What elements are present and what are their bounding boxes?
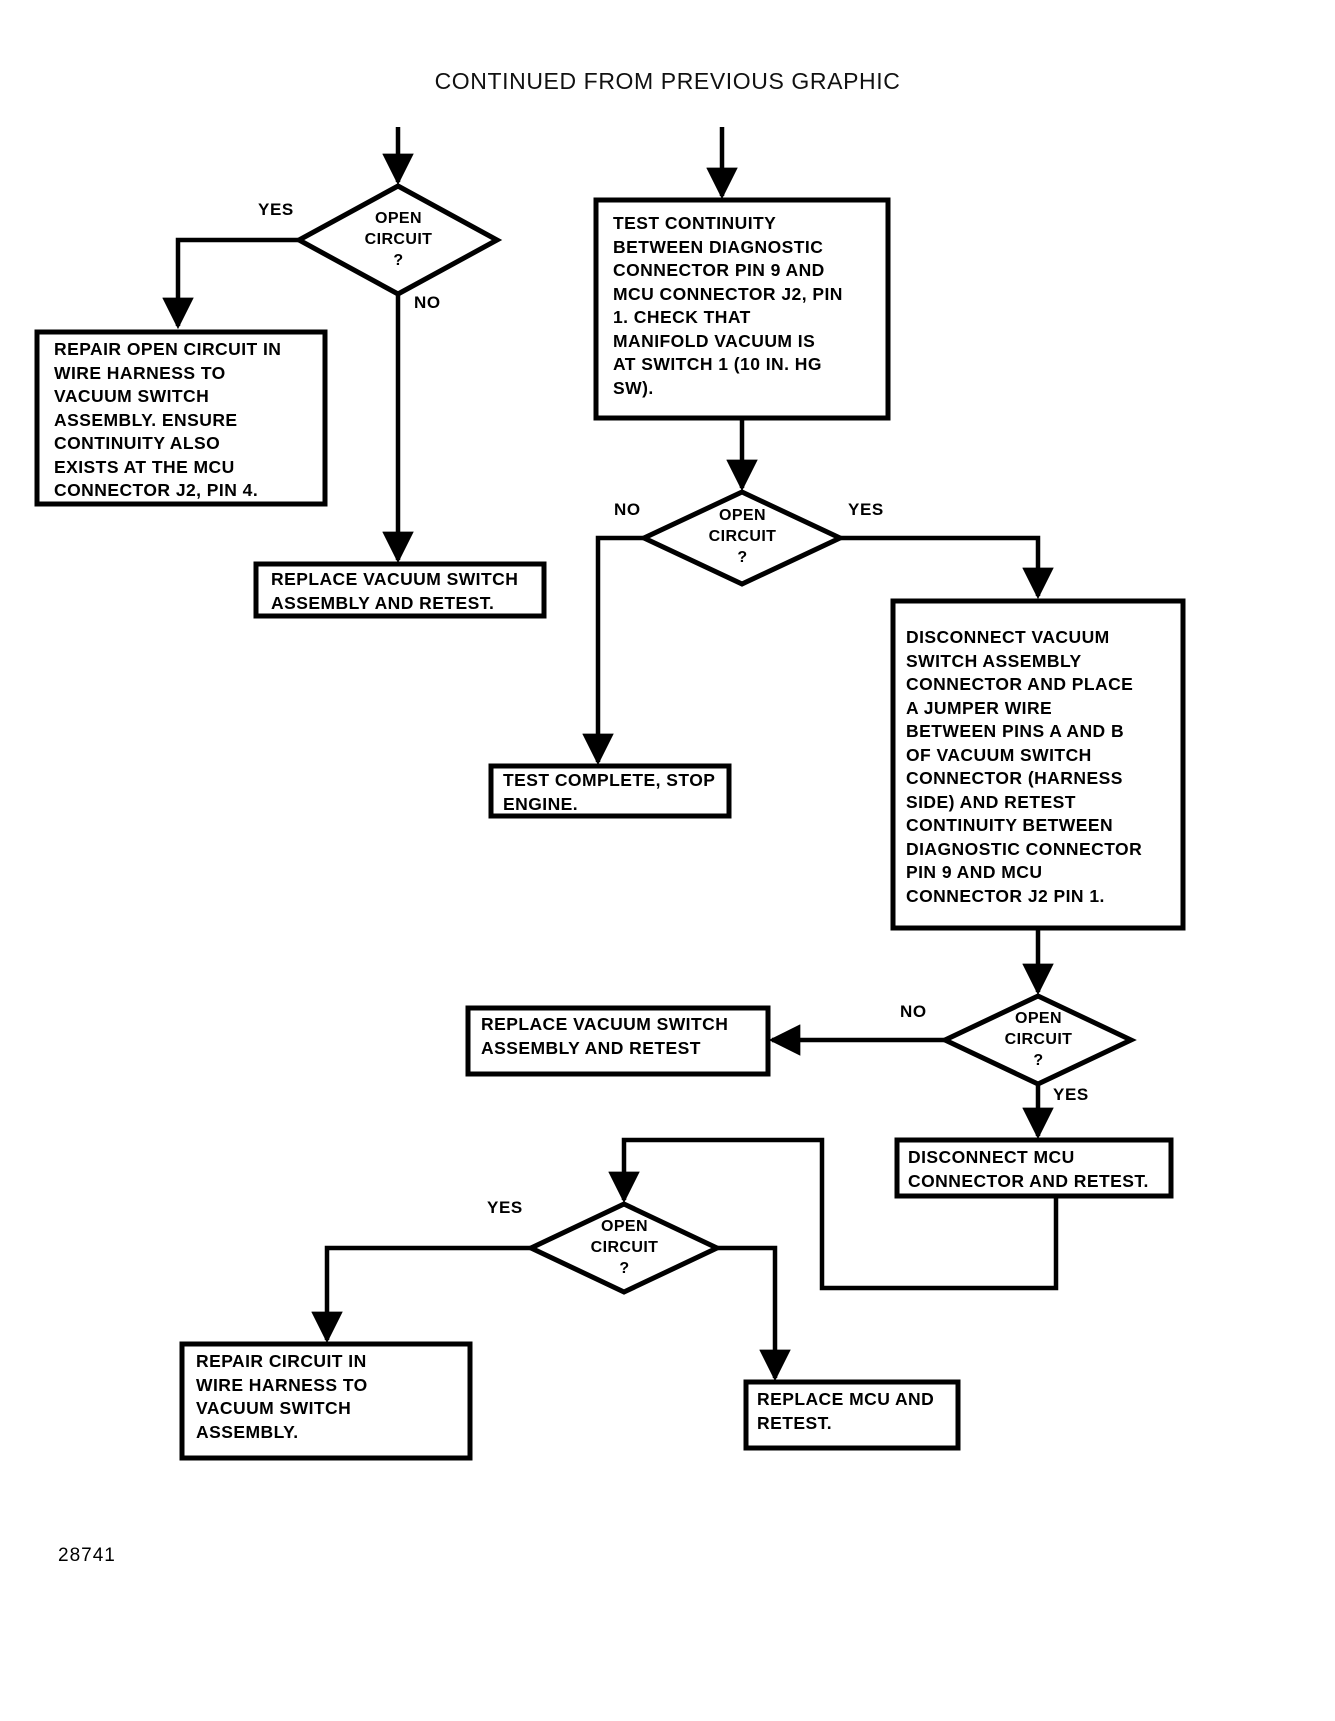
box-b8 <box>179 1341 473 1461</box>
page-title: CONTINUED FROM PREVIOUS GRAPHIC <box>434 68 901 94</box>
decision-d2 <box>638 489 846 587</box>
box-b8-label: REPAIR CIRCUIT IN WIRE HARNESS TO VACUUM… <box>196 1351 368 1442</box>
figure-number: 28741 <box>58 1545 116 1566</box>
decision-d4 <box>525 1201 723 1295</box>
box-b6-label: REPLACE VACUUM SWITCH ASSEMBLY AND RETES… <box>481 1014 729 1058</box>
box-b9 <box>743 1379 961 1451</box>
box-b1 <box>34 329 328 507</box>
edge-label-d1-no: NO <box>414 293 441 312</box>
box-b4-label: TEST COMPLETE, STOP ENGINE. <box>503 770 716 814</box>
box-b7 <box>894 1137 1174 1199</box>
box-b5-label: DISCONNECT VACUUM SWITCH ASSEMBLY CONNEC… <box>906 627 1143 906</box>
edge-label-d2-no: NO <box>614 500 641 519</box>
edge-label-d1-yes: YES <box>258 200 294 219</box>
decision-d3-label: OPEN CIRCUIT ? <box>1004 1010 1073 1069</box>
edge-d4-yes <box>311 1245 531 1344</box>
edge-label-d2-yes: YES <box>848 500 884 519</box>
edge-d4-right <box>717 1245 791 1382</box>
edge-d1-yes <box>162 237 299 330</box>
decision-d4-label: OPEN CIRCUIT ? <box>590 1218 659 1277</box>
box-b1-label: REPAIR OPEN CIRCUIT IN WIRE HARNESS TO V… <box>54 339 282 500</box>
edge-label-d3-no: NO <box>900 1002 927 1021</box>
box-b6 <box>465 1005 771 1077</box>
box-b2 <box>253 561 547 619</box>
edge-d2-yes <box>840 535 1054 600</box>
edge-b7-d4 <box>608 1137 1059 1291</box>
box-b7-label: DISCONNECT MCU CONNECTOR AND RETEST. <box>908 1147 1149 1191</box>
decision-d2-label: OPEN CIRCUIT ? <box>708 507 777 566</box>
edge-label-d3-yes: YES <box>1053 1085 1089 1104</box>
edge-label-d4-yes: YES <box>487 1198 523 1217</box>
decision-d1-label: OPEN CIRCUIT ? <box>364 210 433 269</box>
box-b4 <box>488 763 732 819</box>
edge-d2-no <box>582 535 644 766</box>
box-b2-label: REPLACE VACUUM SWITCH ASSEMBLY AND RETES… <box>271 569 519 613</box>
box-b9-label: REPLACE MCU AND RETEST. <box>757 1389 935 1433</box>
box-b3-label: TEST CONTINUITY BETWEEN DIAGNOSTIC CONNE… <box>613 213 843 398</box>
